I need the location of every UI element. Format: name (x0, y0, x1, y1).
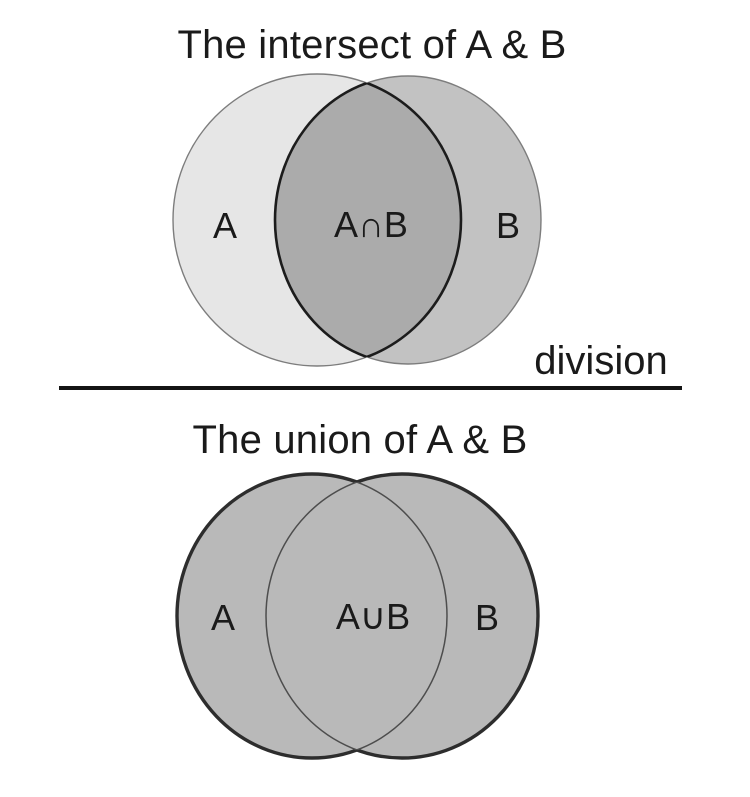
union-label-a: A (211, 597, 235, 638)
intersect-venn: A A∩B B (172, 73, 542, 367)
intersect-label-a-and-b: A∩B (334, 204, 408, 245)
union-inner-arc-right (266, 474, 448, 758)
division-label: division (534, 339, 667, 383)
union-venn: A A∪B B (175, 472, 540, 760)
union-label-b: B (475, 597, 499, 638)
union-inner-arc-left (265, 474, 447, 758)
intersection-arc-right (275, 76, 463, 364)
union-title: The union of A & B (193, 418, 528, 462)
intersect-title: The intersect of A & B (177, 23, 566, 67)
intersect-label-b: B (496, 205, 520, 246)
union-label-a-union-b: A∪B (336, 596, 410, 637)
intersect-label-a: A (213, 205, 237, 246)
union-circle-b (266, 474, 538, 758)
